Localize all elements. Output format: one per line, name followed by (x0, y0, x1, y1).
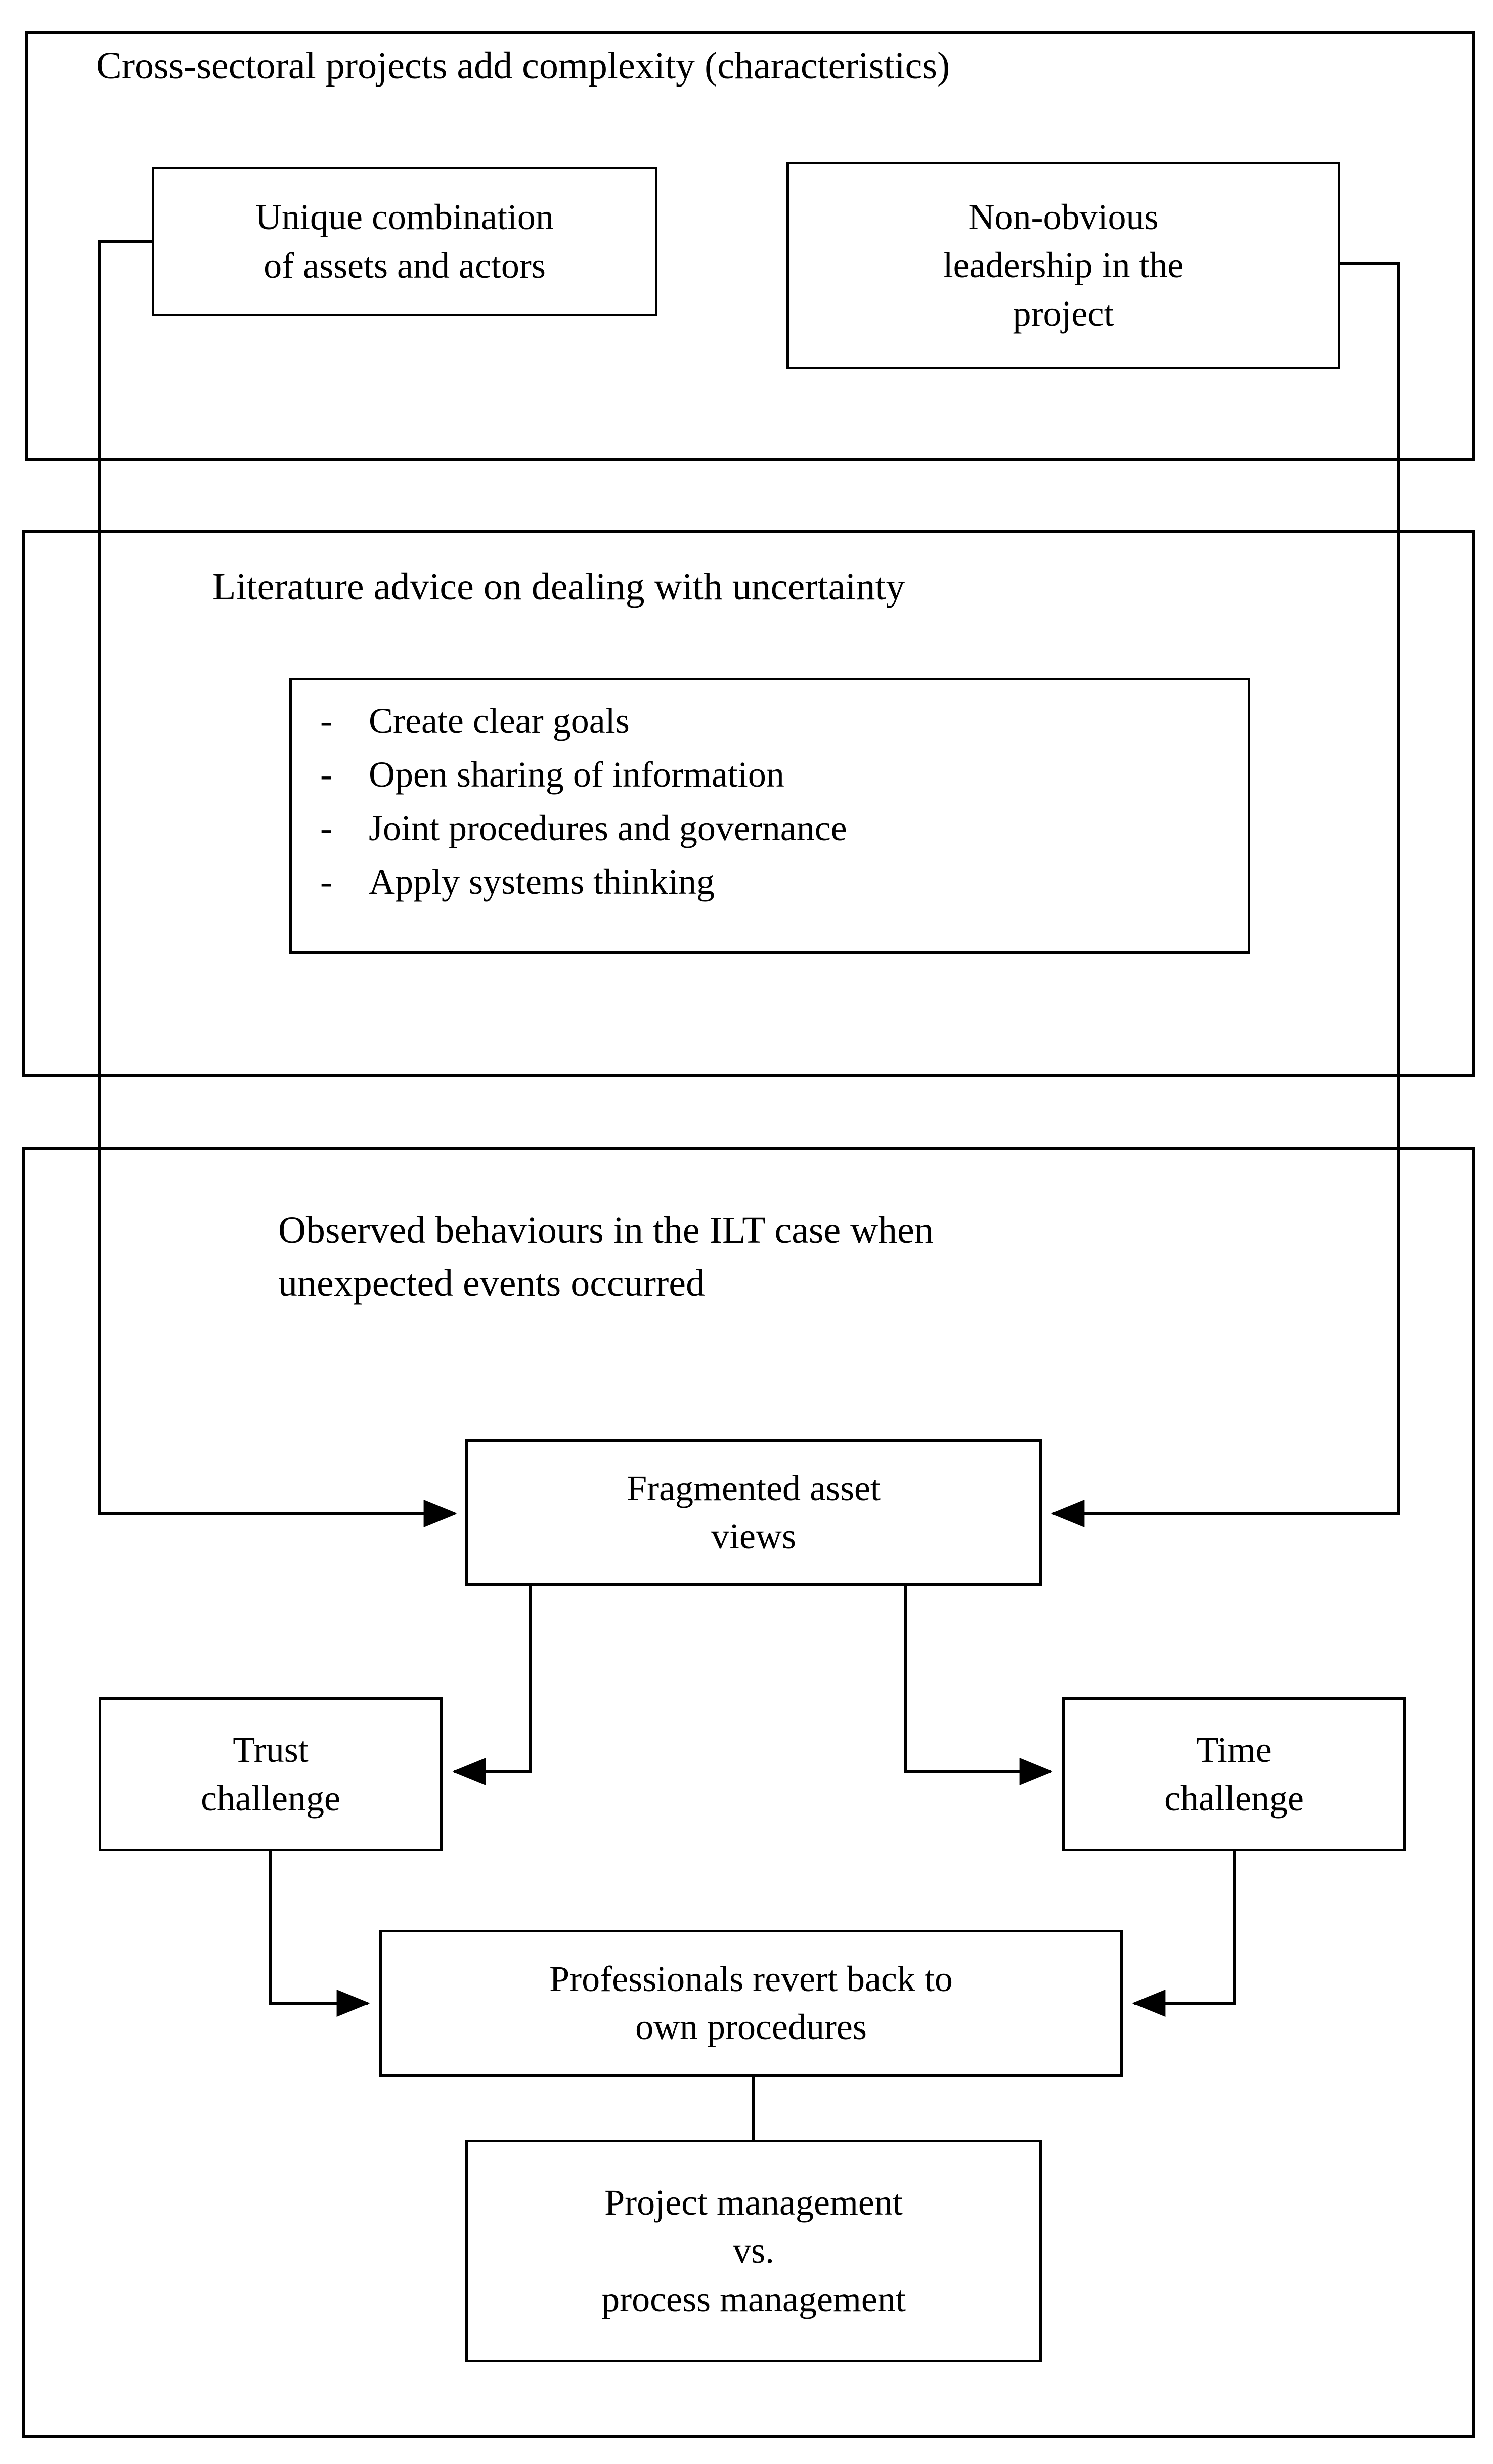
list-item-label: Apply systems thinking (369, 861, 715, 902)
section-characteristics-title: Cross-sectoral projects add complexity (… (96, 45, 950, 87)
box-professionals-revert: Professionals revert back to own procedu… (379, 1930, 1123, 2077)
section-literature-advice (22, 530, 1475, 1077)
literature-advice-list: - Create clear goals - Open sharing of i… (289, 678, 1250, 954)
list-item-label: Open sharing of information (369, 754, 784, 795)
box-project-vs-process-label: Project management vs. process managemen… (601, 2182, 906, 2319)
section-characteristics (25, 31, 1475, 461)
section-literature-advice-title: Literature advice on dealing with uncert… (212, 566, 905, 608)
box-trust-challenge: Trust challenge (99, 1697, 443, 1851)
list-item-label: Joint procedures and governance (369, 808, 847, 848)
bullet-dash-icon: - (320, 754, 332, 795)
box-fragmented-asset-views-label: Fragmented asset views (627, 1467, 881, 1557)
list-item: - Joint procedures and governance (320, 810, 1227, 846)
box-non-obvious-leadership: Non-obvious leadership in the project (786, 162, 1340, 369)
box-professionals-revert-label: Professionals revert back to own procedu… (549, 1958, 953, 2047)
box-time-challenge-label: Time challenge (1164, 1730, 1304, 1819)
list-item: - Open sharing of information (320, 756, 1227, 793)
box-fragmented-asset-views: Fragmented asset views (465, 1439, 1042, 1586)
bullet-dash-icon: - (320, 861, 332, 902)
box-non-obvious-leadership-label: Non-obvious leadership in the project (943, 197, 1184, 334)
box-unique-combination: Unique combination of assets and actors (152, 167, 657, 316)
box-trust-challenge-label: Trust challenge (201, 1730, 340, 1819)
box-project-vs-process: Project management vs. process managemen… (465, 2140, 1042, 2362)
list-item-label: Create clear goals (369, 701, 630, 741)
box-unique-combination-label: Unique combination of assets and actors (255, 197, 554, 286)
bullet-dash-icon: - (320, 701, 332, 741)
box-time-challenge: Time challenge (1062, 1697, 1406, 1851)
section-observed-behaviours (22, 1147, 1475, 2438)
bullet-dash-icon: - (320, 808, 332, 848)
section-observed-behaviours-title: Observed behaviours in the ILT case when… (278, 1209, 934, 1305)
list-item: - Apply systems thinking (320, 863, 1227, 900)
list-item: - Create clear goals (320, 703, 1227, 739)
